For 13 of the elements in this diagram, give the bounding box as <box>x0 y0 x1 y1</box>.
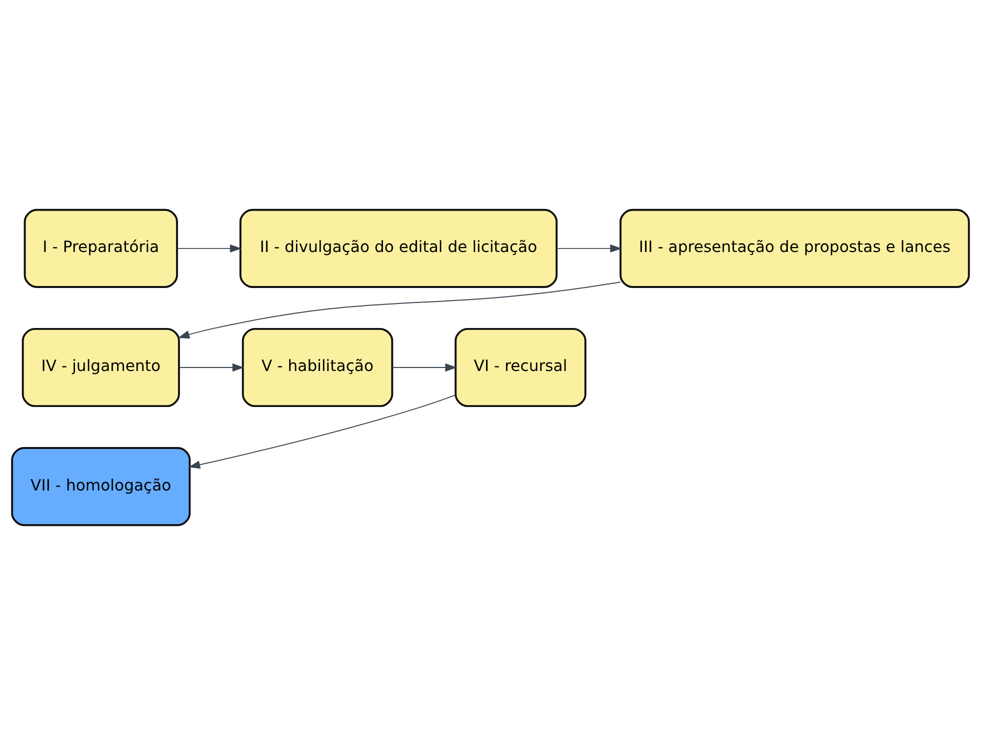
arrow <box>176 244 242 253</box>
node-box: IV - julgamento <box>22 328 180 408</box>
arrow <box>556 244 622 253</box>
node-box: I - Preparatória <box>24 208 178 288</box>
node-box: V - habilitação <box>242 328 394 408</box>
node-box: VII - homologação <box>11 447 191 526</box>
node-box: III - apresentação de propostas e lances <box>620 208 970 288</box>
arrow <box>392 363 457 372</box>
node-box: II - divulgação do edital de licitação <box>239 208 558 288</box>
arrow <box>188 394 456 469</box>
arrow <box>178 363 244 372</box>
node-box: VI - recursal <box>454 328 586 408</box>
arrow <box>178 282 621 339</box>
